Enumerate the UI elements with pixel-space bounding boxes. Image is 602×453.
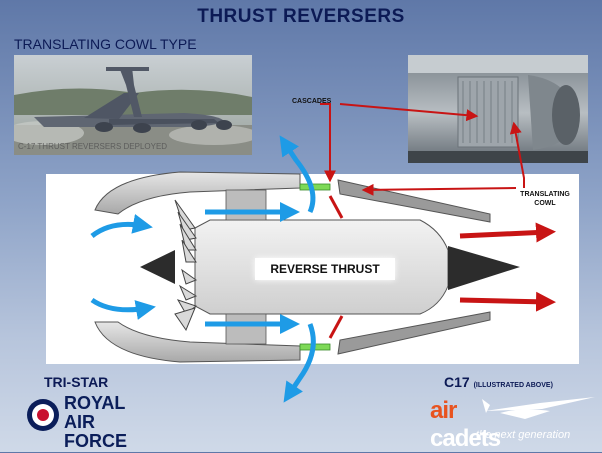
air-cadets-logo: air cadets the next generation bbox=[430, 395, 600, 453]
reverse-thrust-label: REVERSE THRUST bbox=[255, 258, 395, 280]
page-title: THRUST REVERSERS bbox=[197, 6, 405, 27]
c17-aircraft-photo: C-17 THRUST REVERSERS DEPLOYED bbox=[14, 55, 252, 155]
translating-cowl-label-text: TRANSLATING COWL bbox=[520, 191, 570, 207]
air-cadets-wordmark: air cadets bbox=[430, 397, 501, 453]
raf-line2: AIR FORCE bbox=[64, 412, 127, 451]
photo-caption: C-17 THRUST REVERSERS DEPLOYED bbox=[18, 142, 168, 151]
air-cadets-tagline: the next generation bbox=[476, 429, 571, 441]
tristar-label: TRI-STAR bbox=[44, 374, 109, 390]
raf-roundel-icon bbox=[27, 399, 59, 431]
engine-cascade-photo bbox=[408, 55, 588, 163]
translating-cowl-label: TRANSLATING COWL bbox=[520, 190, 570, 208]
cascades-label: CASCADES bbox=[292, 98, 332, 105]
page-subtitle: TRANSLATING COWL TYPE bbox=[14, 36, 197, 52]
air-cadets-line2: cadets bbox=[430, 425, 501, 452]
c17-label: C17 (ILLUSTRATED ABOVE) bbox=[444, 374, 553, 390]
c17-note: (ILLUSTRATED ABOVE) bbox=[473, 382, 553, 389]
raf-wordmark: ROYAL AIR FORCE bbox=[64, 394, 127, 451]
air-cadets-line1: air bbox=[430, 397, 457, 424]
glider-icon bbox=[482, 397, 595, 419]
raf-line1: ROYAL bbox=[64, 393, 126, 413]
c17-name: C17 bbox=[444, 374, 470, 390]
raf-logo: ROYAL AIR FORCE bbox=[26, 394, 127, 451]
cascades-callout bbox=[320, 103, 336, 183]
